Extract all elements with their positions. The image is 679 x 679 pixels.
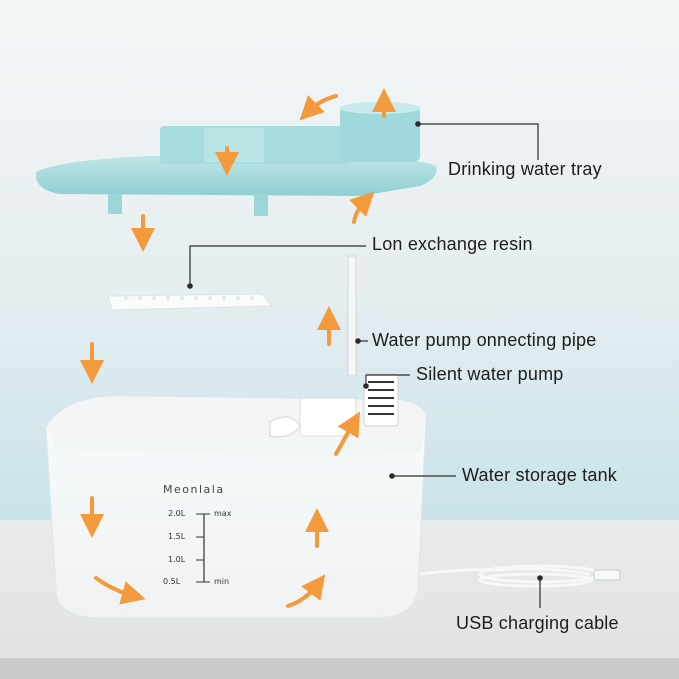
- label-ion-exchange-resin: Lon exchange resin: [372, 234, 533, 255]
- drinking-water-tray: [36, 102, 437, 216]
- tank-brand-name: Meonlala: [163, 483, 225, 496]
- label-drinking-water-tray: Drinking water tray: [448, 159, 602, 180]
- usb-charging-cable: [420, 566, 620, 586]
- label-silent-water-pump: Silent water pump: [416, 364, 563, 385]
- label-usb-charging-cable: USB charging cable: [456, 613, 619, 634]
- scale-max-label: max: [214, 509, 231, 518]
- scale-mark-2l: 2.0L: [168, 509, 185, 518]
- scale-mark-0-5l: 0.5L: [163, 577, 180, 586]
- pump-connecting-pipe: [348, 256, 356, 376]
- scale-mark-1l: 1.0L: [168, 555, 185, 564]
- label-water-storage-tank: Water storage tank: [462, 465, 617, 486]
- label-pump-connecting-pipe: Water pump onnecting pipe: [372, 330, 596, 351]
- ion-exchange-resin: [108, 294, 272, 310]
- scale-mark-1-5l: 1.5L: [168, 532, 185, 541]
- scale-min-label: min: [214, 577, 229, 586]
